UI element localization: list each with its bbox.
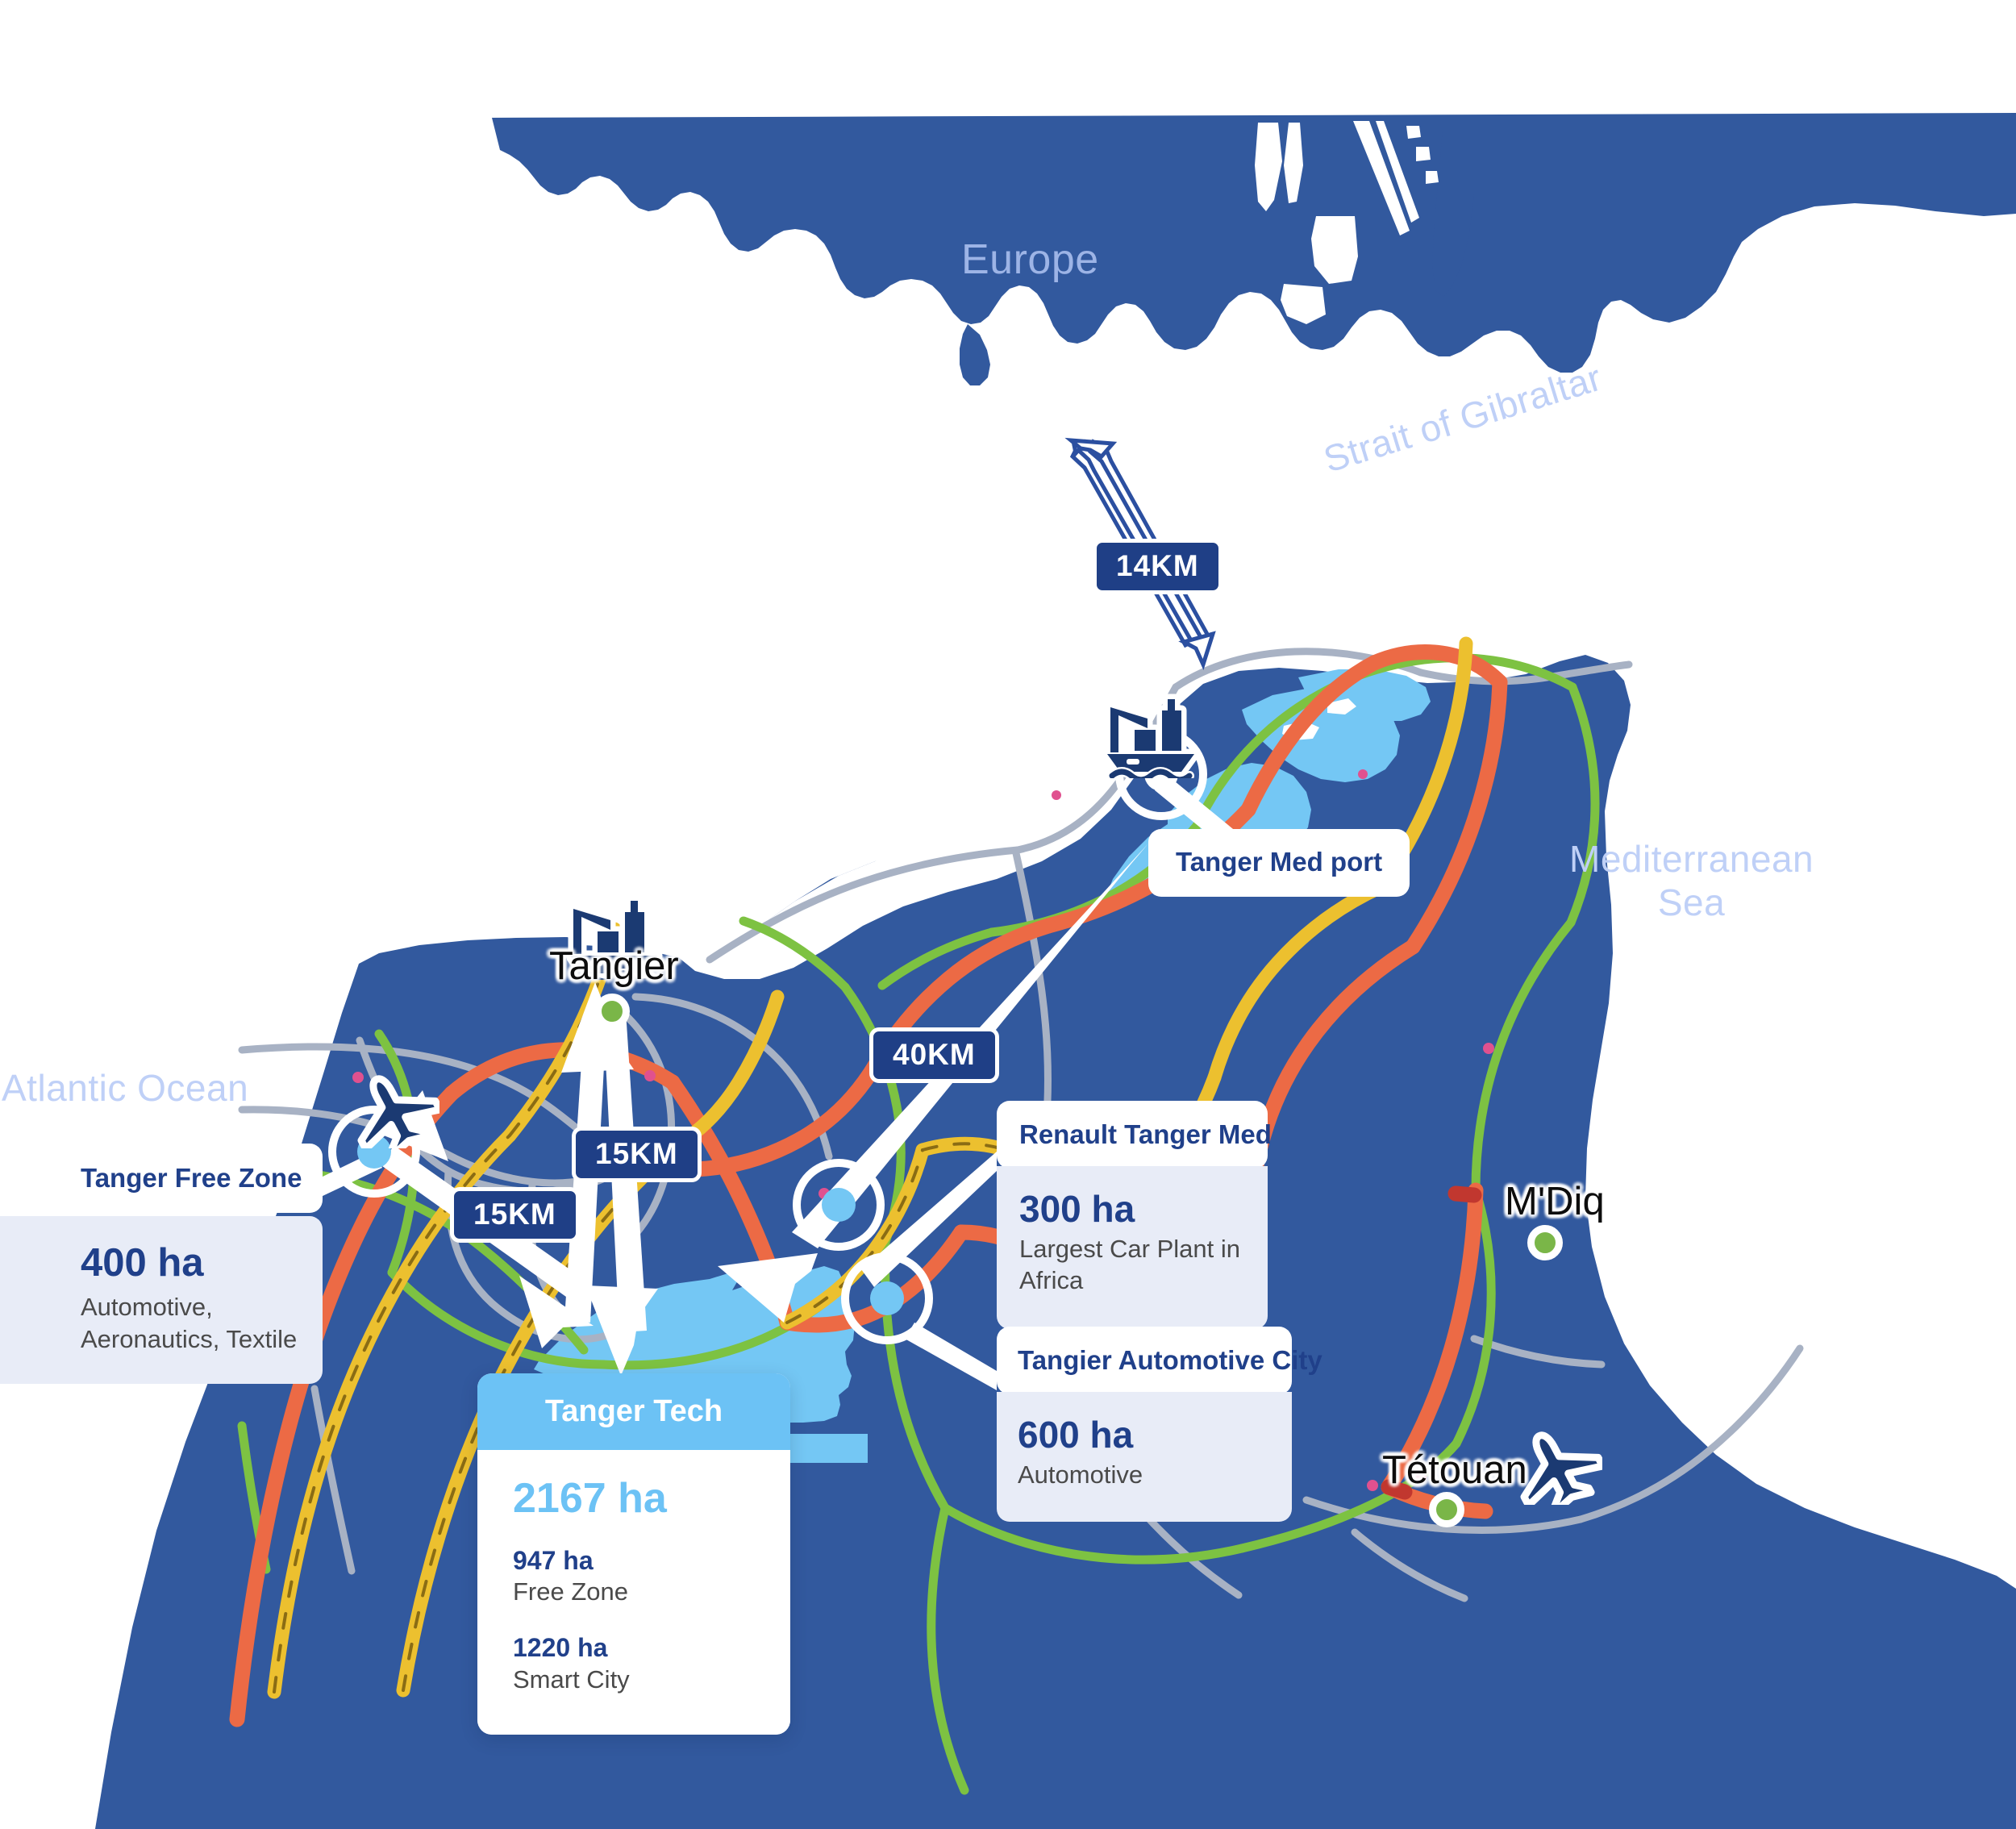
card-tanger-med-port[interactable]: Tanger Med port [1148, 829, 1410, 897]
region-label-mediterranean-sea: Mediterranean Sea [1569, 838, 1814, 924]
card-area-value: 300 ha [1019, 1188, 1135, 1230]
card-note: Automotive [1018, 1460, 1143, 1489]
zone-markers [328, 728, 1207, 1344]
card-header: Tanger Free Zone [0, 1144, 323, 1213]
distance-badge-14km: 14KM [1093, 539, 1223, 594]
region-label-europe: Europe [961, 236, 1099, 283]
city-dot-icon [1429, 1492, 1464, 1527]
card-breakdown-row: 947 ha Free Zone [513, 1546, 755, 1606]
card-body: 600 ha Automotive [997, 1392, 1292, 1522]
breakdown-area: 1220 ha [513, 1633, 608, 1663]
city-label-tetouan: Tétouan [1382, 1448, 1527, 1492]
region-label-atlantic-ocean: Atlantic Ocean [2, 1067, 249, 1109]
card-title: Tanger Med port [1176, 847, 1383, 877]
card-title: Tangier Automotive City [1018, 1345, 1322, 1375]
breakdown-label: Smart City [513, 1664, 630, 1694]
city-dot-icon [594, 994, 630, 1029]
card-renault-tanger-med[interactable]: Renault Tanger Med 300 ha Largest Car Pl… [997, 1101, 1272, 1329]
breakdown-area: 947 ha [513, 1546, 594, 1575]
port-crane-ship-icon [564, 893, 664, 986]
city-label-mdiq: M'Diq [1505, 1180, 1605, 1223]
distance-badge-15km-freezone: 15KM [450, 1187, 580, 1243]
card-total-area: 2167 ha [513, 1475, 667, 1522]
card-area-value: 600 ha [1018, 1414, 1134, 1456]
card-body: 2167 ha 947 ha Free Zone 1220 ha Smart C… [477, 1450, 790, 1735]
card-header: Tangier Automotive City [997, 1327, 1322, 1394]
card-title: Tanger Tech [477, 1373, 790, 1450]
card-body: 400 ha Automotive, Aeronautics, Textile [0, 1216, 323, 1385]
card-body: 300 ha Largest Car Plant in Africa [997, 1166, 1268, 1329]
distance-badge-40km: 40KM [869, 1027, 999, 1083]
europe-landmass [492, 113, 2016, 385]
port-crane-ship-icon [1102, 691, 1201, 785]
airplane-icon [1514, 1427, 1606, 1514]
card-tanger-tech[interactable]: Tanger Tech 2167 ha 947 ha Free Zone 122… [477, 1373, 790, 1735]
city-dot-icon [1527, 1225, 1563, 1260]
breakdown-label: Free Zone [513, 1577, 629, 1606]
card-tangier-automotive-city[interactable]: Tangier Automotive City 600 ha Automotiv… [997, 1327, 1322, 1522]
card-title: Renault Tanger Med [1019, 1119, 1272, 1149]
card-note: Largest Car Plant in Africa [1019, 1235, 1240, 1294]
card-tanger-free-zone[interactable]: Tanger Free Zone 400 ha Automotive, Aero… [0, 1144, 323, 1385]
city-label-tangier: Tangier [549, 944, 679, 988]
card-breakdown-row: 1220 ha Smart City [513, 1634, 755, 1694]
card-title: Tanger Free Zone [81, 1163, 302, 1193]
card-sectors: Automotive, Aeronautics, Textile [81, 1293, 298, 1353]
airplane-icon [351, 1071, 444, 1158]
card-header: Renault Tanger Med [997, 1101, 1272, 1169]
distance-badge-15km-tangier: 15KM [572, 1127, 702, 1182]
card-area-value: 400 ha [81, 1241, 204, 1285]
